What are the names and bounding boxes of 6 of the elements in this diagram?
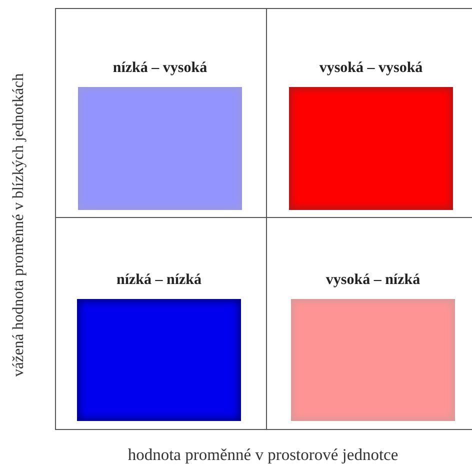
axis-label: vážená hodnota proměnné v blízkých jednotkách: [10, 73, 28, 377]
quadrant-heading: nízká – vysoká: [112, 60, 208, 77]
quadrant-heading: nízká – nízká: [115, 272, 203, 289]
axis-label: hodnota proměnné v prostorové jednotce: [128, 445, 398, 465]
quadrant-heading: vysoká – nízká: [324, 272, 422, 289]
quadrant-heading: vysoká – vysoká: [318, 60, 424, 77]
